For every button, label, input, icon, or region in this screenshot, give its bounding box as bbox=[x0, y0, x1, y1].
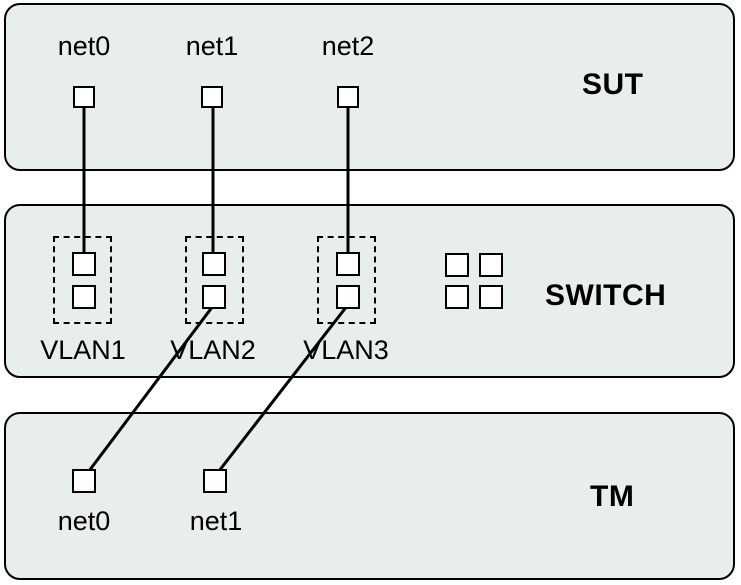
vlan3-label: VLAN3 bbox=[303, 335, 389, 365]
vlan1-group bbox=[53, 236, 112, 324]
vlan2-port-1 bbox=[202, 252, 226, 276]
tm-port-label-net0: net0 bbox=[57, 506, 111, 536]
sut-port-label-net2: net2 bbox=[321, 31, 375, 61]
tm-port-label-net1: net1 bbox=[189, 506, 243, 536]
switch-title: SWITCH bbox=[545, 279, 667, 312]
vlan3-port-2 bbox=[336, 285, 360, 309]
tm-port-net1 bbox=[203, 469, 227, 493]
switch-free-port-2 bbox=[479, 253, 503, 277]
switch-free-port-3 bbox=[445, 285, 469, 309]
sut-title: SUT bbox=[582, 68, 644, 101]
vlan3-port-1 bbox=[336, 252, 360, 276]
vlan3-group bbox=[317, 236, 376, 324]
tm-title: TM bbox=[590, 480, 635, 513]
sut-port-label-net0: net0 bbox=[57, 31, 111, 61]
sut-port-net0 bbox=[73, 86, 95, 108]
vlan2-group bbox=[185, 236, 244, 324]
vlan1-port-2 bbox=[72, 285, 96, 309]
vlan2-port-2 bbox=[202, 285, 226, 309]
sut-port-net1 bbox=[201, 86, 223, 108]
sut-port-net2 bbox=[337, 86, 359, 108]
switch-free-port-1 bbox=[445, 253, 469, 277]
sut-port-label-net1: net1 bbox=[185, 31, 239, 61]
vlan1-port-1 bbox=[72, 252, 96, 276]
sut-box bbox=[4, 3, 735, 171]
tm-port-net0 bbox=[72, 469, 96, 493]
vlan1-label: VLAN1 bbox=[40, 335, 126, 365]
vlan2-label: VLAN2 bbox=[170, 335, 256, 365]
switch-free-port-4 bbox=[479, 285, 503, 309]
